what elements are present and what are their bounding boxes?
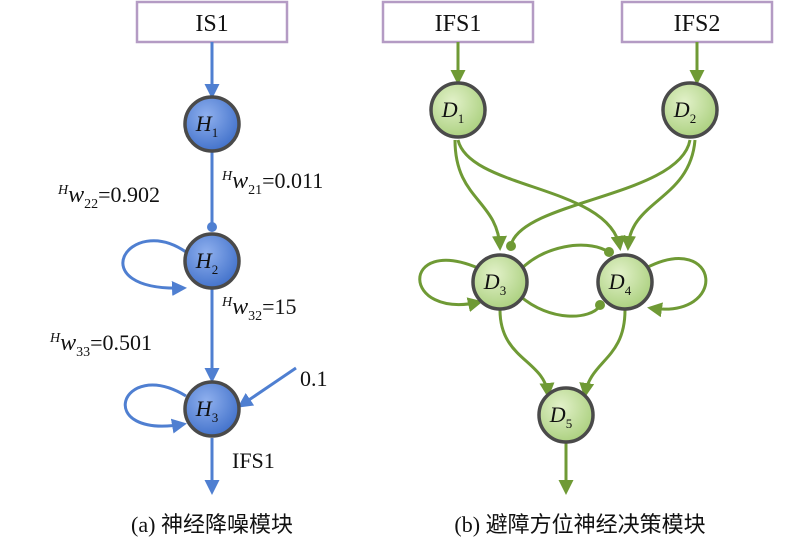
link-d2-d4 — [621, 139, 697, 251]
link-bias-h3 — [237, 366, 297, 408]
node-d1: D1 — [429, 81, 487, 139]
link-d3-d5 — [498, 309, 555, 398]
panel-a: IS1 H1 H2 H3 Hw21=0.011 Hw22=0.902 Hw32=… — [49, 0, 328, 537]
node-h1: H1 — [183, 95, 241, 153]
self-loop-h3 — [123, 383, 187, 434]
weight-w32: Hw32=15 — [221, 294, 297, 324]
link-d1-d4 — [456, 139, 626, 251]
node-d5-label: D5 — [549, 402, 572, 431]
node-d5: D5 — [537, 386, 595, 444]
output-label-ifs1: IFS1 — [232, 448, 275, 473]
node-d2-label: D2 — [673, 97, 696, 126]
self-loop-h2 — [121, 239, 187, 296]
ifs1-box-label: IFS1 — [435, 11, 482, 37]
node-d1-label: D1 — [441, 97, 464, 126]
bias-label: 0.1 — [300, 366, 328, 391]
self-loop-d3 — [418, 258, 483, 312]
inhibitory-dot-d4-top — [604, 247, 614, 257]
node-d2: D2 — [661, 81, 719, 139]
link-d4-d5 — [579, 309, 627, 398]
node-d4: D4 — [596, 253, 654, 311]
node-d3: D3 — [471, 253, 529, 311]
node-d4-label: D4 — [608, 269, 632, 298]
is1-box-label: IS1 — [195, 11, 228, 37]
panel-b: IFS1 IFS2 D1 D2 — [381, 0, 774, 537]
self-loop-d4 — [645, 257, 708, 318]
weight-w33: Hw33=0.501 — [49, 330, 152, 360]
link-d2-d3 — [510, 139, 692, 243]
ifs1-box — [381, 0, 535, 44]
ifs2-box-label: IFS2 — [674, 11, 721, 37]
inhibitory-dot-d4-bottom — [595, 300, 605, 310]
node-d3-label: D3 — [483, 269, 506, 298]
link-d3-d4-bottom — [519, 294, 602, 318]
weight-w21: Hw21=0.011 — [221, 168, 323, 198]
node-h2: H2 — [183, 232, 241, 290]
node-h3-label: H3 — [195, 396, 218, 425]
weight-w22: Hw22=0.902 — [57, 182, 160, 212]
node-h2-label: H2 — [195, 248, 218, 277]
inhibitory-dot-d3 — [506, 241, 516, 251]
node-h1-label: H1 — [195, 111, 218, 140]
inhibitory-dot-h2 — [207, 222, 217, 232]
caption-b: (b) 避障方位神经决策模块 — [454, 512, 705, 537]
caption-a: (a) 神经降噪模块 — [131, 512, 293, 537]
node-h3: H3 — [183, 380, 241, 438]
link-d3-d4-top — [518, 243, 606, 272]
link-d1-d3 — [453, 139, 507, 251]
